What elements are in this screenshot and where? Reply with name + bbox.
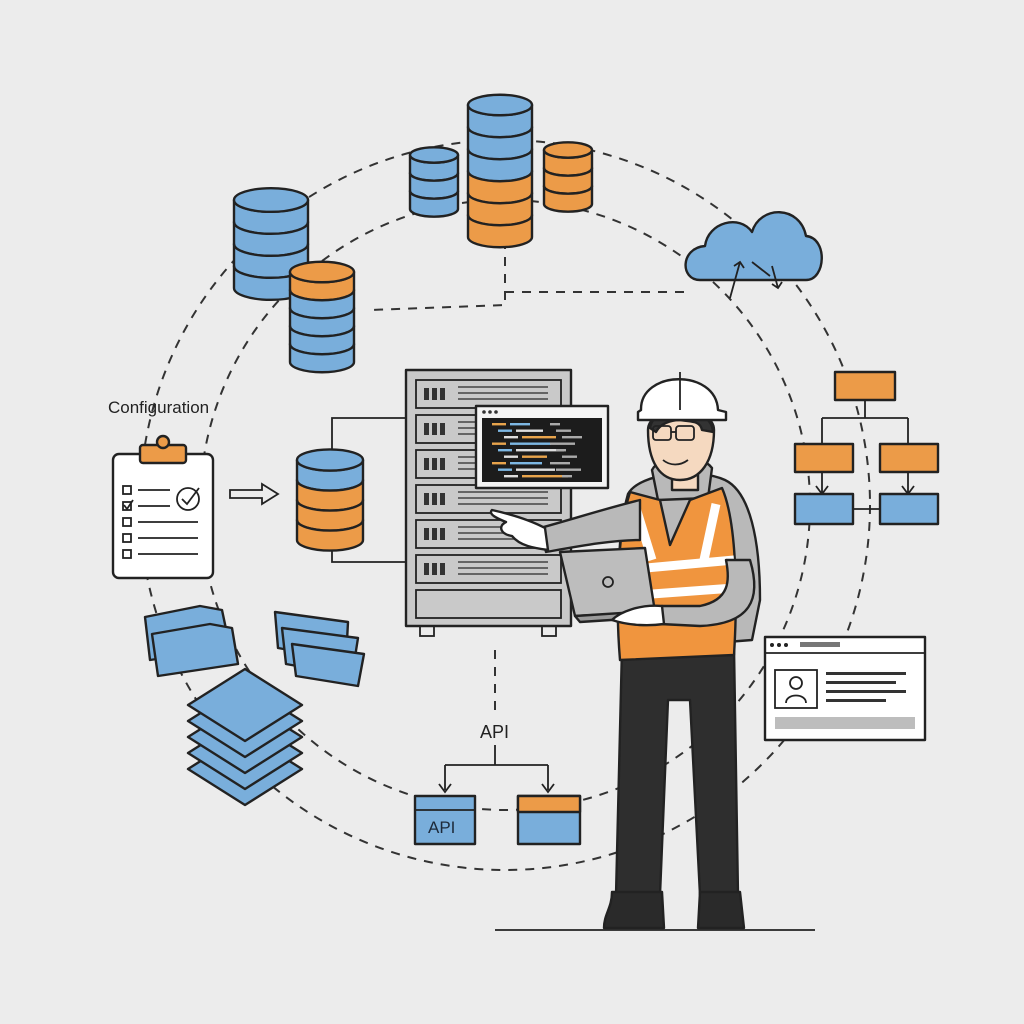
dashed-connectors	[369, 240, 690, 715]
database-left-blue	[232, 186, 310, 302]
database-stack-icon	[232, 186, 356, 374]
server-unit	[415, 589, 562, 619]
database-tall-mixed	[466, 93, 534, 249]
folder-cards-icon	[143, 604, 366, 688]
database-mid-orange	[295, 448, 365, 552]
database-small-orange	[542, 141, 594, 213]
profile-window-icon	[763, 635, 927, 742]
api-tree-icon	[413, 745, 582, 846]
database-icon	[295, 417, 405, 563]
database-small-blue	[408, 146, 460, 218]
arrow-right-icon	[229, 482, 280, 506]
code-terminal-icon	[474, 404, 610, 490]
api-box-label: API	[428, 818, 456, 837]
layer-sheet	[186, 667, 304, 743]
checklist-clipboard-icon	[111, 434, 215, 580]
server-unit	[415, 554, 562, 584]
cloud-sync-icon	[684, 211, 823, 299]
database-left-mixed	[288, 260, 356, 374]
configuration-label: Configuration	[108, 398, 210, 417]
database-cluster-icon	[408, 93, 594, 249]
layer-stack-icon	[186, 667, 304, 807]
api-label: API	[480, 722, 510, 742]
org-chart-icon	[793, 370, 940, 526]
engineer-figure	[489, 372, 815, 931]
